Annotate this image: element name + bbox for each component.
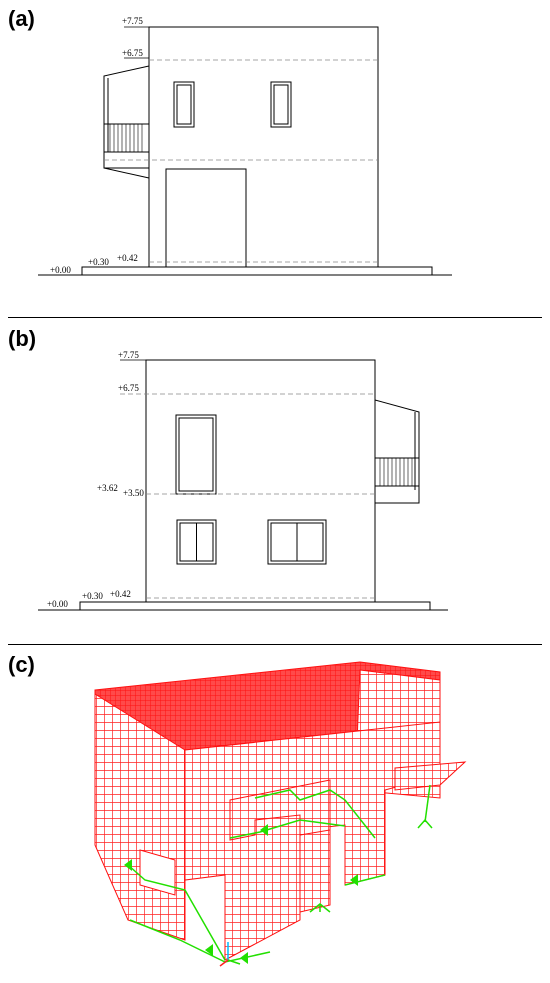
lower-window-right	[267, 519, 327, 565]
cantilever-slab	[394, 761, 467, 791]
level-plinth: +0.30	[82, 591, 103, 601]
side-slab	[103, 151, 150, 169]
main-wall	[148, 26, 379, 268]
railing-bars	[109, 124, 143, 152]
door	[165, 168, 247, 268]
level-mid-right: +3.50	[123, 488, 144, 498]
left-opening	[139, 849, 176, 896]
balcony-frame	[374, 399, 420, 490]
level-top: +7.75	[122, 16, 143, 26]
main-wall	[145, 359, 376, 603]
front-pier	[299, 825, 331, 913]
panel-label-c: (c)	[8, 652, 35, 677]
side-slab	[374, 485, 420, 504]
level-roof: +6.75	[118, 383, 139, 393]
railing	[374, 457, 420, 487]
level-ground: +0.00	[47, 599, 68, 609]
level-plinth: +0.30	[88, 257, 109, 267]
elevation-b: +7.75 +6.75 +3.62 +3.50 +0.00 +0.30 +0.4…	[38, 350, 448, 611]
level-floor: +0.42	[117, 253, 138, 263]
panel-label-a: (a)	[8, 6, 35, 31]
level-floor: +0.42	[110, 589, 131, 599]
plinth	[81, 266, 433, 276]
lower-window-left	[176, 519, 217, 565]
railing-bars	[379, 458, 413, 486]
axis-triad	[219, 942, 241, 967]
window-right	[270, 81, 292, 128]
window-left	[173, 81, 195, 128]
panel-label-b: (b)	[8, 326, 37, 351]
support-markers	[124, 824, 358, 964]
upper-window	[175, 414, 217, 495]
railing	[103, 123, 150, 153]
level-mid-left: +3.62	[97, 483, 118, 493]
level-ground: +0.00	[50, 265, 71, 275]
separator-bottom	[8, 644, 542, 645]
elevation-a: +7.75 +6.75 +0.00 +0.30 +0.42	[38, 16, 452, 276]
plinth	[79, 601, 431, 611]
level-top: +7.75	[118, 350, 139, 360]
fe-model	[94, 661, 467, 967]
separator-top	[8, 317, 542, 318]
level-roof: +6.75	[122, 48, 143, 58]
inner-frame	[229, 779, 331, 841]
